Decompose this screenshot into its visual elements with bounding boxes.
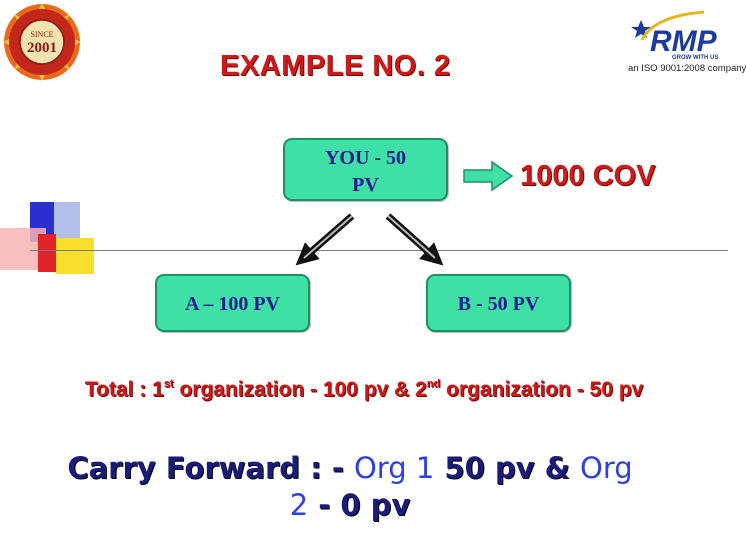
company-seal-logo: SINCE 2001 bbox=[3, 3, 81, 81]
node-a: A – 100 PV bbox=[155, 274, 310, 332]
carry-forward: Carry Forward : - Org 1 50 pv & Org 2 - … bbox=[60, 450, 640, 524]
rmp-logo-text: RMP bbox=[650, 25, 718, 58]
node-b: B - 50 PV bbox=[426, 274, 571, 332]
right-arrow-icon bbox=[463, 160, 514, 192]
seal-year: 2001 bbox=[27, 40, 57, 56]
rmp-tagline: an ISO 9001:2008 company bbox=[628, 63, 746, 74]
cov-value: 1000 COV bbox=[520, 160, 656, 192]
total-sup-2: nd bbox=[426, 378, 441, 390]
carry-org1: Org 1 bbox=[353, 451, 435, 485]
total-suffix: organization - 50 pv bbox=[440, 378, 644, 401]
carry-part3: - 0 pv bbox=[308, 488, 411, 522]
node-you-line2: PV bbox=[352, 174, 379, 196]
slide-title: EXAMPLE NO. 2 bbox=[220, 50, 451, 82]
carry-part2: 50 pv & bbox=[434, 451, 581, 485]
node-you-line1: YOU - 50 bbox=[324, 147, 407, 169]
carry-org2: Org 2 bbox=[289, 451, 633, 522]
branch-arrows bbox=[295, 213, 444, 266]
carry-part1: Carry Forward : - bbox=[67, 451, 354, 485]
rmp-logo: RMP GROW WITH US bbox=[631, 10, 718, 61]
arrow-down-left-icon bbox=[295, 213, 355, 266]
decorative-squares bbox=[0, 202, 94, 274]
seal-since: SINCE bbox=[30, 30, 53, 39]
node-you: YOU - 50 PV bbox=[283, 138, 448, 201]
divider-line bbox=[30, 250, 728, 251]
total-sup-1: st bbox=[163, 378, 174, 390]
arrow-down-right-icon bbox=[385, 213, 444, 266]
total-prefix: Total : 1 bbox=[84, 378, 164, 401]
rmp-slogan: GROW WITH US bbox=[672, 55, 718, 61]
star-icon bbox=[631, 20, 651, 38]
total-mid: organization - 100 pv & 2 bbox=[173, 378, 427, 401]
total-summary: Total : 1st organization - 100 pv & 2nd … bbox=[4, 376, 724, 403]
